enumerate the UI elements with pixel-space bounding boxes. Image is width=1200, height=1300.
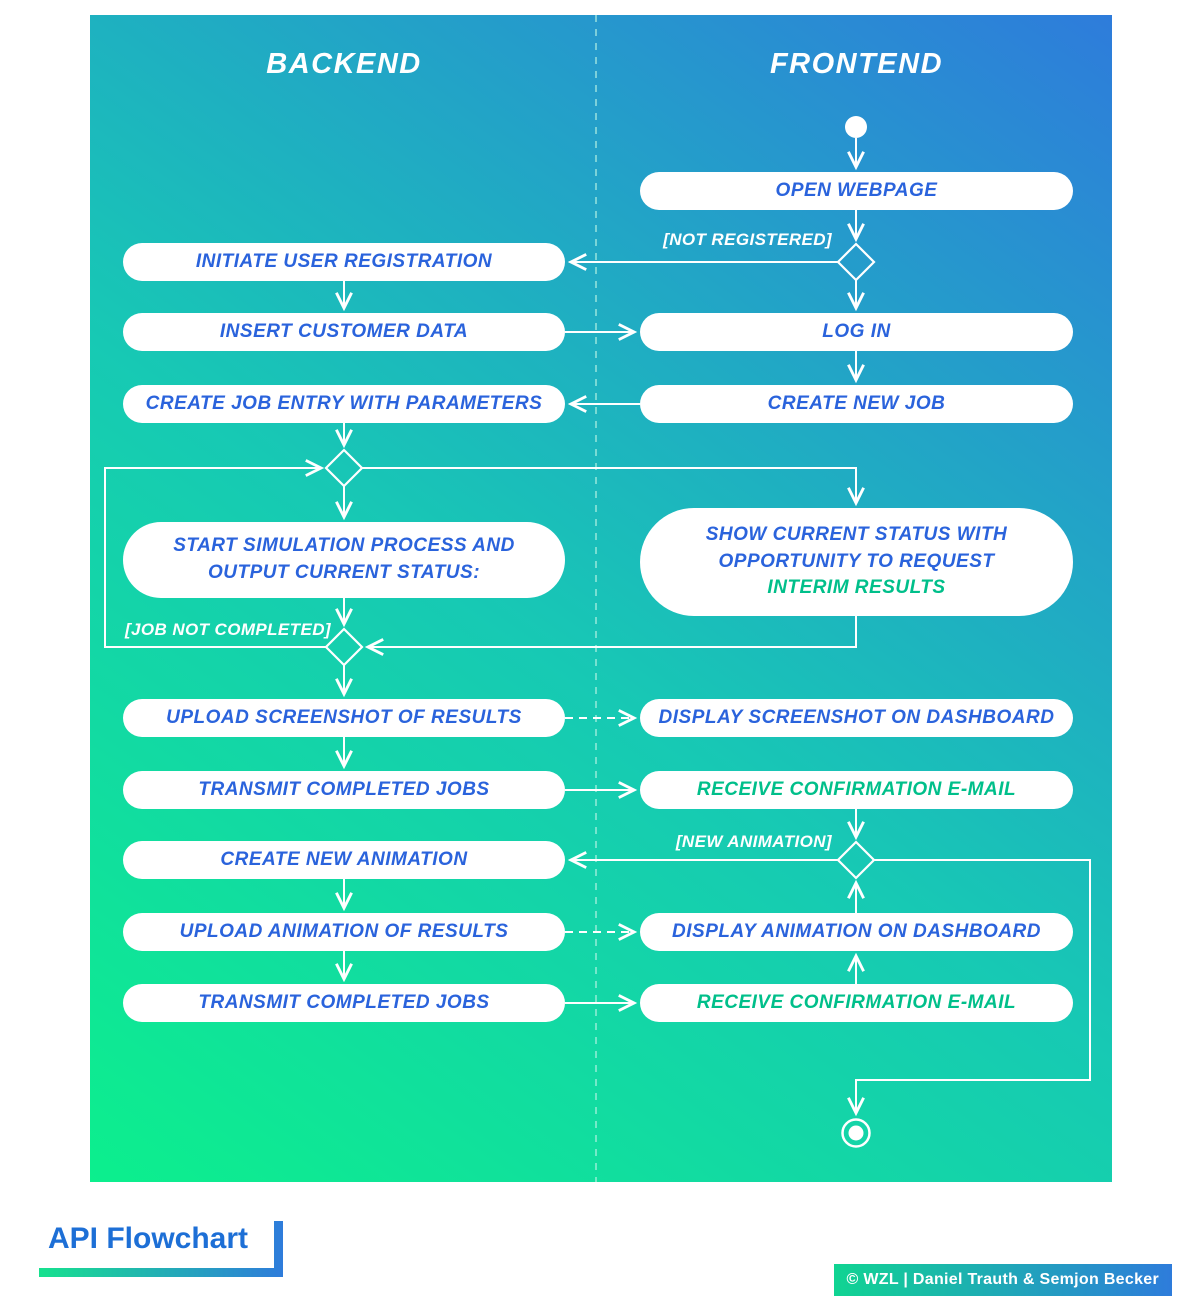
node-create-new-animation: CREATE NEW ANIMATION: [123, 841, 565, 879]
node-upload-animation: UPLOAD ANIMATION OF RESULTS: [123, 913, 565, 951]
guard-new-animation: [NEW ANIMATION]: [675, 832, 832, 851]
node-start-simulation: START SIMULATION PROCESS AND OUTPUT CURR…: [123, 522, 565, 598]
node-display-animation: DISPLAY ANIMATION ON DASHBOARD: [640, 913, 1073, 951]
node-text-line: START SIMULATION PROCESS AND: [173, 535, 515, 557]
node-transmit-completed-jobs-2: TRANSMIT COMPLETED JOBS: [123, 984, 565, 1022]
node-open-webpage: OPEN WEBPAGE: [640, 172, 1073, 210]
guard-not-registered: [NOT REGISTERED]: [663, 230, 832, 249]
node-create-new-job: CREATE NEW JOB: [640, 385, 1073, 423]
node-text-line: INTERIM RESULTS: [767, 577, 946, 599]
node-create-job-entry: CREATE JOB ENTRY WITH PARAMETERS: [123, 385, 565, 423]
node-text-line: OUTPUT CURRENT STATUS:: [207, 562, 481, 583]
node-upload-screenshot: UPLOAD SCREENSHOT OF RESULTS: [123, 699, 565, 737]
node-transmit-completed-jobs-1: TRANSMIT COMPLETED JOBS: [123, 771, 565, 809]
node-receive-confirmation-1: RECEIVE CONFIRMATION E-MAIL: [640, 771, 1073, 809]
node-show-current-status: SHOW CURRENT STATUS WITH OPPORTUNITY TO …: [640, 508, 1073, 616]
lane-title-backend: BACKEND: [266, 48, 422, 80]
node-text-line: SHOW CURRENT STATUS WITH: [705, 524, 1008, 546]
copyright-badge: © WZL | Daniel Trauth & Semjon Becker: [833, 1264, 1172, 1296]
node-display-screenshot: DISPLAY SCREENSHOT ON DASHBOARD: [640, 699, 1073, 737]
guard-job-not-completed: [JOB NOT COMPLETED]: [125, 620, 331, 639]
node-log-in: LOG IN: [640, 313, 1073, 351]
node-initiate-user-registration: INITIATE USER REGISTRATION: [123, 243, 565, 281]
node-insert-customer-data: INSERT CUSTOMER DATA: [123, 313, 565, 351]
lane-title-frontend: FRONTEND: [769, 48, 944, 80]
node-text-line: OPPORTUNITY TO REQUEST: [718, 550, 995, 572]
node-receive-confirmation-2: RECEIVE CONFIRMATION E-MAIL: [640, 984, 1073, 1022]
page-title: API Flowchart: [30, 1212, 275, 1268]
page-title-block: API Flowchart: [30, 1212, 284, 1277]
